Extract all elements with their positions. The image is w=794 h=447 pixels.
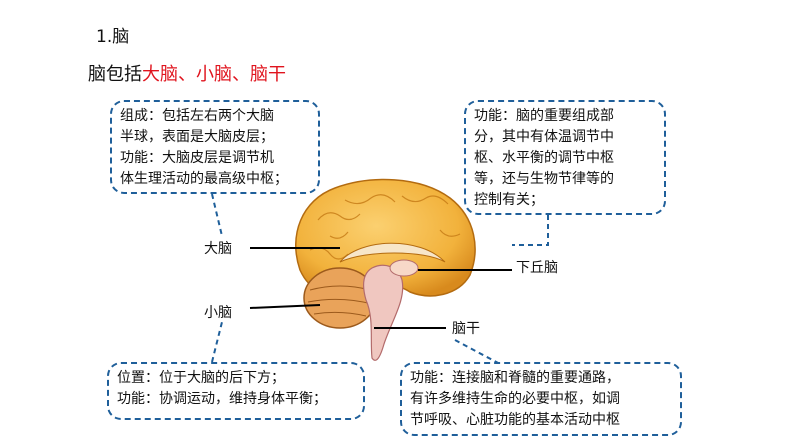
hypothalamus-info-box: 功能：脑的重要组成部 分，其中有体温调节中 枢、水平衡的调节中枢 等，还与生物节… <box>464 100 666 215</box>
cerebellum-info-line: 功能：协调运动，维持身体平衡； <box>117 391 327 407</box>
cerebrum-info-line: 体生理活动的最高级中枢； <box>120 171 288 187</box>
cerebrum-info-line: 组成：包括左右两个大脑 <box>120 108 274 124</box>
hypothalamus-info-line: 枢、水平衡的调节中枢 <box>474 150 614 166</box>
cerebellum-info-box: 位置：位于大脑的后下方； 功能：协调运动，维持身体平衡； <box>107 362 365 420</box>
intro-cerebrum: 大脑 <box>142 64 178 85</box>
label-cerebellum: 小脑 <box>204 305 232 321</box>
intro-cerebellum: 小脑 <box>196 64 232 85</box>
brainstem-info-line: 功能：连接脑和脊髓的重要通路， <box>410 370 620 386</box>
brainstem-illustration <box>362 264 404 361</box>
intro-prefix: 脑包括 <box>88 64 142 85</box>
hypothalamus-info-line: 等，还与生物节律等的 <box>474 171 614 187</box>
intro-sep-2: 、 <box>232 64 250 85</box>
label-hypothalamus: 下丘脑 <box>516 260 558 276</box>
section-heading: 1.脑 <box>96 27 130 47</box>
cerebrum-info-line: 半球，表面是大脑皮层； <box>120 129 274 145</box>
brainstem-info-line: 有许多维持生命的必要中枢，如调 <box>410 391 620 407</box>
label-cerebrum: 大脑 <box>204 241 232 257</box>
intro-line: 脑包括大脑、小脑、脑干 <box>88 60 286 86</box>
brainstem-info-box: 功能：连接脑和脊髓的重要通路， 有许多维持生命的必要中枢，如调 节呼吸、心脏功能… <box>400 362 682 436</box>
cerebrum-info-line: 功能：大脑皮层是调节机 <box>120 150 274 166</box>
cerebrum-info-box: 组成：包括左右两个大脑 半球，表面是大脑皮层； 功能：大脑皮层是调节机 体生理活… <box>110 100 320 194</box>
intro-brainstem: 脑干 <box>250 64 286 85</box>
hypothalamus-info-line: 功能：脑的重要组成部 <box>474 108 614 124</box>
label-brainstem: 脑干 <box>452 321 480 337</box>
brainstem-info-line: 节呼吸、心脏功能的基本活动中枢 <box>410 412 620 428</box>
hypothalamus-info-line: 控制有关； <box>474 192 544 208</box>
hypothalamus-info-line: 分，其中有体温调节中 <box>474 129 614 145</box>
intro-sep-1: 、 <box>178 64 196 85</box>
cerebellum-info-line: 位置：位于大脑的后下方； <box>117 370 285 386</box>
